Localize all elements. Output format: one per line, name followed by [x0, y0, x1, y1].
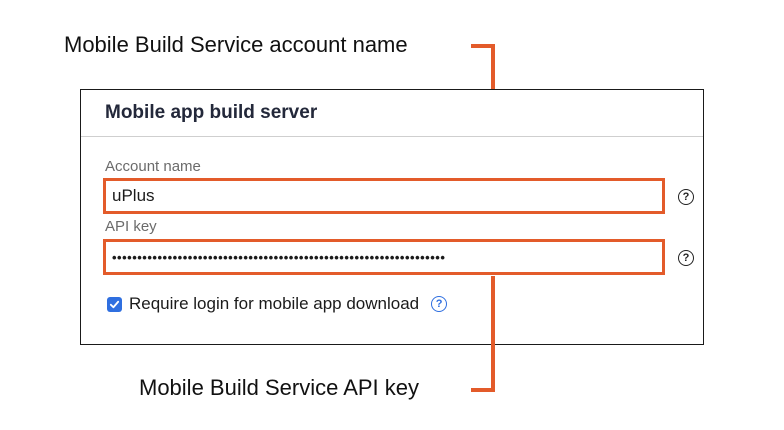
leader-line-api-vertical [491, 276, 495, 392]
api-key-help-icon[interactable]: ? [678, 250, 694, 266]
api-key-label: API key [105, 218, 157, 235]
require-login-help-icon[interactable]: ? [431, 296, 448, 312]
panel-title: Mobile app build server [81, 90, 703, 137]
account-name-input[interactable]: uPlus [103, 178, 665, 214]
require-login-label: Require login for mobile app download [129, 294, 420, 313]
require-login-row: Require login for mobile app download ? [107, 294, 448, 314]
require-login-checkbox[interactable] [107, 296, 122, 312]
callout-account-name: Mobile Build Service account name [64, 32, 408, 57]
leader-line-api-horizontal [471, 388, 495, 392]
api-key-input[interactable]: ••••••••••••••••••••••••••••••••••••••••… [103, 239, 665, 275]
callout-api-key: Mobile Build Service API key [139, 375, 420, 400]
mobile-app-build-server-panel: Mobile app build server Account name uPl… [80, 89, 704, 345]
leader-line-account-horizontal [471, 44, 495, 48]
account-name-help-icon[interactable]: ? [678, 189, 694, 205]
check-icon [109, 300, 120, 308]
account-name-label: Account name [105, 158, 201, 175]
